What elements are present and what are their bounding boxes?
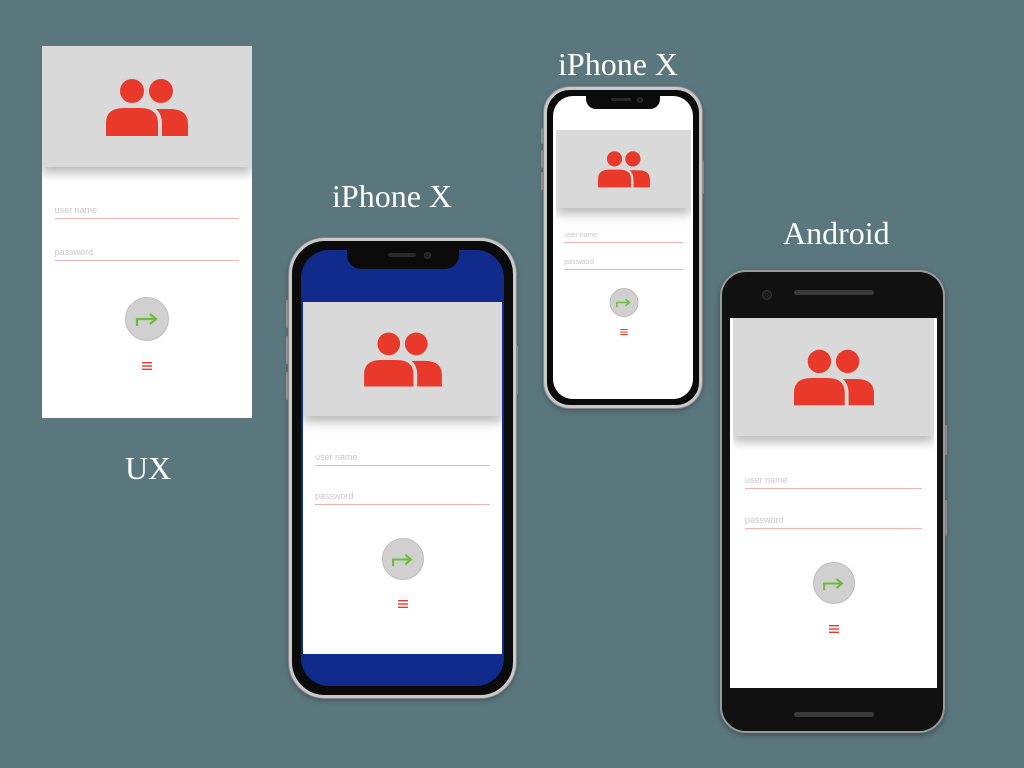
submit-button[interactable]: [381, 538, 424, 580]
iphone-small-volume-up: [541, 150, 544, 168]
username-field[interactable]: user name: [314, 452, 491, 466]
arrow-right-icon: [822, 576, 845, 591]
submit-button[interactable]: [125, 297, 169, 341]
username-placeholder: user name: [54, 205, 98, 215]
iphone-large-volume-up: [286, 336, 289, 364]
users-group-icon: [794, 349, 874, 406]
android-frame: user name password: [720, 270, 945, 733]
caption-android: Android: [783, 215, 890, 251]
iphone-small-camera: [637, 97, 643, 103]
password-placeholder: password: [564, 259, 595, 266]
android-screen: user name password: [730, 318, 937, 688]
password-field[interactable]: password: [314, 491, 491, 505]
arrow-right-icon: [135, 311, 159, 327]
password-field[interactable]: password: [745, 516, 922, 529]
password-placeholder: password: [54, 247, 94, 257]
iphone-large-power-button: [515, 345, 518, 395]
password-placeholder: password: [314, 491, 354, 501]
arrow-right-icon: [391, 552, 414, 567]
username-field[interactable]: user name: [564, 232, 683, 243]
users-group-icon: [598, 151, 650, 188]
iphone-large-volume-down: [286, 372, 289, 400]
hamburger-menu-icon[interactable]: [829, 625, 839, 633]
password-placeholder: password: [745, 515, 784, 525]
iphone-large-screen: user name password: [301, 250, 504, 686]
iphone-large-login: user name password: [303, 302, 502, 654]
android-bottom-speaker: [794, 712, 874, 717]
android-power-button: [944, 500, 947, 536]
users-group-icon: [364, 332, 442, 387]
android-camera: [762, 290, 772, 300]
iphone-small-speaker: [611, 98, 631, 101]
username-placeholder: user name: [745, 475, 788, 485]
login-header: [733, 318, 934, 436]
password-field[interactable]: password: [564, 259, 683, 270]
hamburger-menu-icon[interactable]: [620, 329, 628, 335]
hamburger-menu-icon[interactable]: [398, 600, 408, 608]
iphone-small-login: user name password: [556, 130, 691, 399]
password-field[interactable]: password: [54, 247, 240, 261]
ux-login-mockup: user name password: [42, 46, 252, 418]
android-top-speaker: [794, 290, 874, 295]
iphone-large-camera: [424, 252, 431, 259]
login-header: [556, 130, 691, 208]
iphone-small-frame: user name password: [544, 87, 702, 408]
username-field[interactable]: user name: [54, 205, 240, 219]
caption-ux: UX: [125, 450, 172, 486]
iphone-large-frame: user name password: [289, 238, 516, 698]
hamburger-menu-icon[interactable]: [142, 362, 152, 370]
caption-iphone-large: iPhone X: [332, 178, 452, 214]
iphone-large-notch: [347, 249, 459, 269]
android-volume-button: [944, 425, 947, 455]
iphone-large-speaker: [388, 253, 416, 257]
iphone-small-screen: user name password: [553, 96, 693, 399]
iphone-large-side-button: [286, 300, 289, 328]
android-login: user name password: [733, 318, 934, 688]
username-placeholder: user name: [314, 452, 358, 462]
submit-button[interactable]: [812, 562, 855, 604]
iphone-small-power-button: [701, 160, 704, 194]
username-placeholder: user name: [564, 232, 598, 239]
login-header: [303, 302, 502, 416]
submit-button[interactable]: [609, 288, 638, 317]
caption-iphone-small: iPhone X: [558, 46, 678, 82]
arrow-right-icon: [616, 297, 632, 308]
users-group-icon: [106, 78, 188, 136]
iphone-small-side-button: [541, 128, 544, 144]
username-field[interactable]: user name: [745, 476, 922, 489]
iphone-small-volume-down: [541, 172, 544, 190]
login-header: [42, 46, 252, 167]
